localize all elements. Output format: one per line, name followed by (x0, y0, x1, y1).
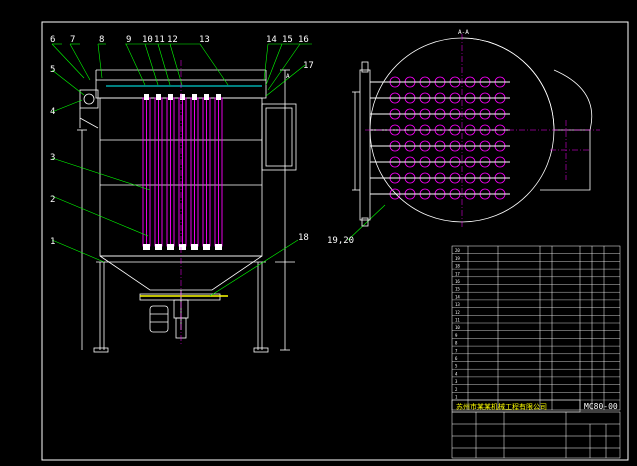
bom-item-number: 3 (455, 379, 458, 384)
bom-item-number: 16 (455, 279, 460, 284)
bom-rows (452, 253, 620, 401)
bom-item-number: 15 (455, 287, 460, 292)
bom-item-number: 5 (455, 364, 458, 369)
callout-5: 5 (50, 65, 55, 75)
bom-item-number: 6 (455, 356, 458, 361)
drawing-number: MC80-00 (584, 402, 618, 411)
leader-lines (51, 43, 386, 297)
section-label: A-A (458, 29, 469, 36)
company-name: 苏州市某某机械工程有限公司 (456, 402, 547, 411)
callouts-top: 6 7 8 9 10 11 12 13 14 15 16 (50, 35, 309, 45)
nozzle-row (144, 94, 221, 100)
callout-8: 8 (99, 35, 104, 45)
section-center-lines (365, 34, 600, 228)
callout-18: 18 (298, 233, 309, 243)
callout-14: 14 (266, 35, 277, 45)
front-view (77, 69, 297, 353)
callout-2: 2 (50, 195, 55, 205)
drawing-border (41, 21, 629, 461)
filter-bags (142, 97, 223, 247)
bom-item-number: 17 (455, 271, 460, 276)
callout-4: 4 (50, 107, 55, 117)
bom-item-number: 1 (455, 394, 458, 399)
bom-item-numbers: 20 19 18 17 16 15 14 13 12 11 10 9 8 7 6 5 4 3 2 1 (455, 248, 460, 399)
callout-9: 9 (126, 35, 131, 45)
callout-6: 6 (50, 35, 55, 45)
bom-item-number: 9 (455, 333, 458, 338)
callout-19-20: 19,20 (327, 236, 354, 246)
bom-item-number: 8 (455, 341, 458, 346)
bom-item-number: 12 (455, 310, 460, 315)
callout-17: 17 (303, 61, 314, 71)
bill-of-materials (451, 245, 621, 411)
callout-7: 7 (70, 35, 75, 45)
bom-item-number: 10 (455, 325, 460, 330)
bom-item-number: 19 (455, 256, 460, 261)
callout-11: 11 (154, 35, 165, 45)
callout-10: 10 (142, 35, 153, 45)
bom-item-number: 18 (455, 264, 460, 269)
filter-bag-bottoms (143, 244, 222, 250)
callout-3: 3 (50, 153, 55, 163)
callout-16: 16 (298, 35, 309, 45)
bom-item-number: 11 (455, 317, 460, 322)
title-block (451, 411, 621, 459)
section-mark: A (286, 73, 290, 80)
callout-12: 12 (167, 35, 178, 45)
bom-item-number: 7 (455, 348, 458, 353)
bom-item-number: 14 (455, 294, 460, 299)
callout-13: 13 (199, 35, 210, 45)
callouts-left: 5 4 3 2 1 (50, 65, 55, 247)
callout-1: 1 (50, 237, 55, 247)
bom-item-number: 20 (455, 248, 460, 253)
bom-item-number: 2 (455, 387, 458, 392)
bom-item-number: 13 (455, 302, 460, 307)
bom-item-number: 4 (455, 371, 458, 376)
callout-15: 15 (282, 35, 293, 45)
